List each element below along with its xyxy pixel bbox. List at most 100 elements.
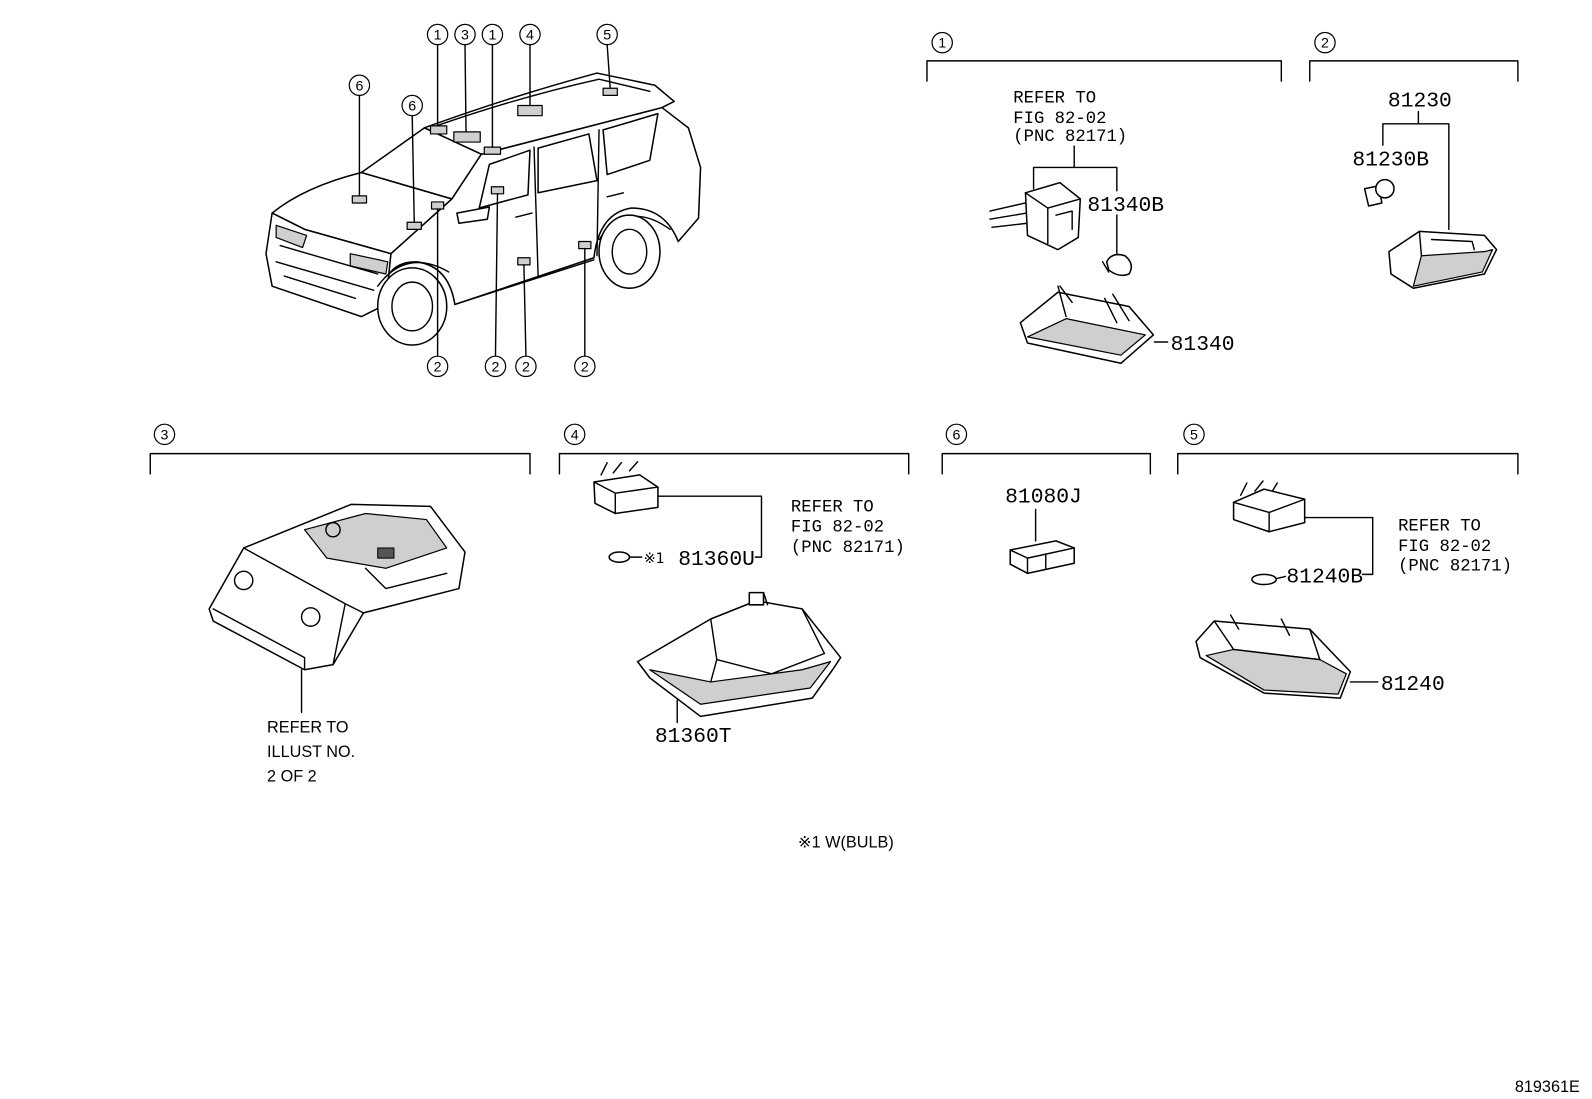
callout-number: 5	[603, 28, 611, 44]
section-number-circle	[1183, 423, 1205, 446]
callout-circle	[574, 355, 596, 378]
lamp-marker-4-dome	[517, 104, 543, 117]
part-number-81230[interactable]: 81230	[1388, 90, 1452, 114]
lamp-lens	[1026, 318, 1146, 356]
callout-left-6a[interactable]: 6	[348, 74, 371, 96]
part-number-81240[interactable]: 81240	[1381, 673, 1445, 697]
part-number-81340[interactable]: 81340	[1171, 333, 1235, 357]
section-bracket	[149, 452, 531, 475]
section-number-circle	[563, 423, 586, 446]
section-2: 2 81230 81230B	[1309, 31, 1519, 289]
overview-leader-lines	[358, 43, 611, 357]
section-bracket	[1309, 60, 1519, 82]
part-number-81080J[interactable]: 81080J	[1005, 485, 1082, 509]
callout-number: 2	[581, 359, 589, 375]
callout-circle	[519, 23, 541, 46]
callout-circle	[426, 23, 449, 46]
lamp-detail	[1418, 230, 1475, 257]
callout-bottom-2d[interactable]: 2	[574, 355, 596, 378]
refer-fig-text[interactable]: FIG 82-02	[1013, 110, 1106, 129]
connector-socket-icon	[593, 474, 659, 515]
callout-number: 1	[434, 28, 442, 44]
callout-number: 2	[522, 359, 530, 375]
socket-wires	[989, 202, 1029, 229]
refer-pnc-text: (PNC 82171)	[1013, 128, 1127, 147]
refer-to-text: REFER TO	[267, 719, 349, 737]
leader-line	[1276, 575, 1287, 580]
callout-circle	[401, 94, 423, 117]
callout-top-3[interactable]: 3	[454, 23, 476, 46]
callout-circle	[426, 355, 449, 378]
callout-number: 6	[355, 78, 363, 94]
festoon-bulb-icon	[1251, 573, 1278, 586]
leader-lines	[1382, 110, 1450, 231]
refer-to-text: REFER TO	[1013, 89, 1096, 108]
lamp-marker-5-cargo	[602, 87, 618, 96]
wedge-bulb-glass	[1374, 178, 1395, 199]
callout-number: 2	[434, 359, 442, 375]
footnote: ※1 W(BULB)	[798, 833, 894, 851]
vehicle-grille-line	[275, 244, 379, 300]
section-number: 1	[938, 36, 946, 52]
section-number-circle	[1314, 31, 1336, 54]
callout-number: 2	[492, 359, 500, 375]
callout-bottom-2b[interactable]: 2	[484, 355, 507, 378]
section-bracket	[941, 452, 1152, 475]
refer-pnc-text: (PNC 82171)	[1398, 557, 1512, 576]
section-bracket	[926, 60, 1283, 82]
refer-fig-text[interactable]: FIG 82-02	[1398, 538, 1491, 557]
section-number: 4	[571, 427, 579, 443]
refer-illust-text[interactable]: ILLUST NO.	[267, 743, 355, 761]
bulb-base	[1101, 261, 1110, 273]
connector-wires	[600, 461, 639, 476]
section-number-circle	[945, 423, 968, 446]
lamp-marker-2-c	[517, 257, 531, 266]
callout-number: 3	[461, 28, 469, 44]
callout-bottom-2a[interactable]: 2	[426, 355, 449, 378]
map-lamp-switch	[325, 521, 341, 538]
section-1: 1 REFER TO FIG 82-02 (PNC 82171) 81340B …	[926, 31, 1283, 365]
callout-top-1b[interactable]: 1	[481, 23, 504, 46]
refer-to-text: REFER TO	[1398, 518, 1481, 537]
callout-number: 6	[408, 99, 416, 115]
part-number-81230B[interactable]: 81230B	[1352, 148, 1429, 172]
callout-circle	[596, 23, 618, 46]
vehicle-side-mirror	[456, 206, 491, 225]
lamp-socket-icon	[1024, 181, 1082, 251]
callout-bottom-2c[interactable]: 2	[515, 355, 537, 378]
lamp-switch-icon	[1009, 540, 1075, 575]
refer-fig-text[interactable]: FIG 82-02	[791, 519, 884, 538]
lamp-detail	[1057, 285, 1130, 324]
refer-to-text: REFER TO	[791, 498, 874, 517]
callout-circle	[348, 74, 371, 96]
callout-top-1[interactable]: 1	[426, 23, 449, 46]
part-number-81360U[interactable]: 81360U	[678, 548, 755, 572]
section-bracket	[1177, 452, 1519, 475]
lamp-marker-2-a	[430, 201, 445, 210]
part-number-81340B[interactable]: 81340B	[1087, 194, 1164, 218]
section-6: 6 81080J	[941, 423, 1152, 575]
part-number-81360T[interactable]: 81360T	[655, 725, 732, 749]
refer-page-text: 2 OF 2	[267, 767, 317, 785]
callout-left-6b[interactable]: 6	[401, 94, 423, 117]
vehicle-rear-wheel-hub	[611, 228, 648, 275]
callout-top-4[interactable]: 4	[519, 23, 541, 46]
refer-pnc-text: (PNC 82171)	[791, 539, 905, 558]
map-lamp-switch	[233, 570, 254, 591]
map-lamp-button	[377, 547, 395, 559]
connector-detail	[593, 481, 659, 515]
festoon-bulb-icon	[608, 551, 631, 563]
vehicle-rear-door-window	[537, 133, 598, 194]
lamp-marker-1-rear	[483, 146, 502, 155]
callout-top-5[interactable]: 5	[596, 23, 618, 46]
vehicle-front-wheel	[376, 267, 448, 346]
section-5: 5 REFER TO FIG 82-02 (PNC 82171) 81240B …	[1177, 423, 1519, 699]
section-number: 2	[1321, 36, 1329, 52]
section-number: 6	[952, 427, 960, 443]
socket-detail	[1024, 192, 1081, 245]
part-number-81240B[interactable]: 81240B	[1286, 565, 1363, 589]
map-lamp-edges	[212, 547, 448, 671]
vehicle-door-handles	[515, 192, 625, 218]
vehicle-headlight-left	[275, 224, 308, 249]
lamp-detail	[1213, 614, 1321, 661]
